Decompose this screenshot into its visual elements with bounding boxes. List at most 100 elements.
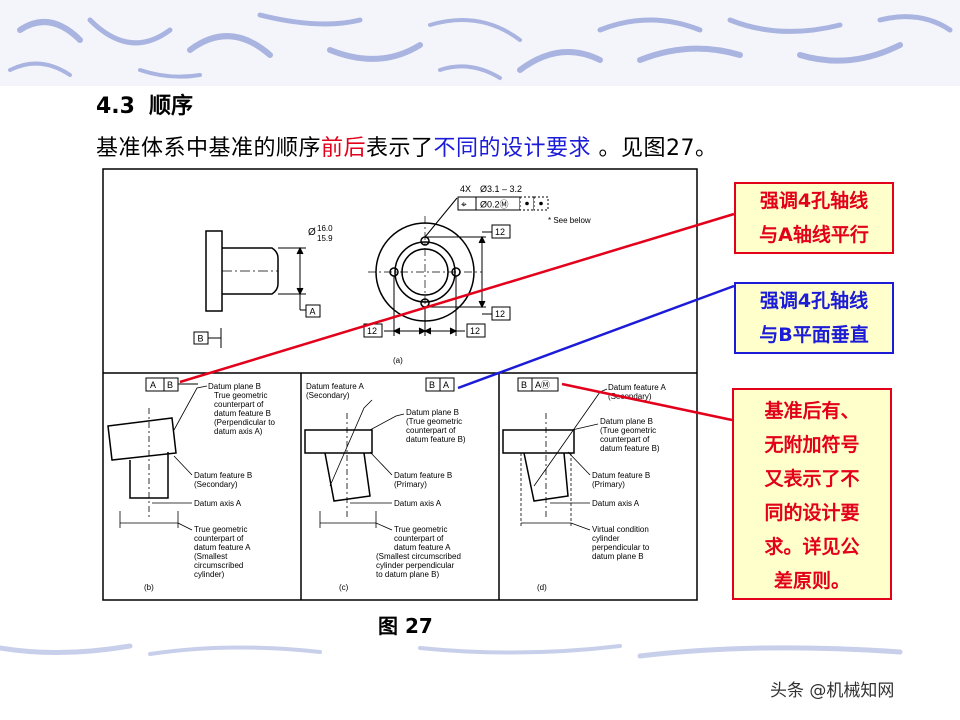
frame-d-b: B [521,380,527,390]
dim-top: 12 [495,227,505,237]
label-c: (c) [339,583,349,592]
part-b [107,408,179,528]
svg-text:circumscribed: circumscribed [194,561,243,570]
notes-c: Datum feature A (Secondary) Datum plane … [306,382,466,579]
svg-text:datum feature A: datum feature A [394,543,451,552]
section-number: 4.3 [96,94,135,119]
svg-text:(Smallest: (Smallest [194,552,228,561]
svg-text:(Secondary): (Secondary) [194,480,238,489]
label-b: (b) [144,583,154,592]
callout-b-line1: 强调4孔轴线 [759,290,869,312]
svg-text:datum feature B): datum feature B) [600,444,660,453]
svg-text:(True geometric: (True geometric [406,417,462,426]
position-icon: ⌖ [461,200,467,211]
leaders-b [152,385,208,531]
svg-text:(Smallest circumscribed: (Smallest circumscribed [376,552,461,561]
callout-b-line2: 与B平面垂直 [759,324,869,346]
datum-order-figure: Ø 16.0 15.9 A B 4X Ø3.1 – 3.2 ⌖ Ø0.2Ⓜ * … [102,168,698,601]
dia-symbol: Ø [308,227,316,238]
fcf-frame [457,196,549,211]
svg-text:(Primary): (Primary) [592,480,625,489]
svg-text:counterpart of: counterpart of [214,400,264,409]
fcf-tolerance: Ø0.2Ⓜ [480,200,509,210]
datum-b-label: B [198,334,204,344]
section-title: 顺序 [148,94,193,119]
notes-b: Datum plane B True geometric counterpart… [194,382,275,579]
svg-text:Virtual condition: Virtual condition [592,525,649,534]
part-d [502,413,575,528]
svg-text:(Secondary): (Secondary) [608,392,652,401]
dim-bottom-right: 12 [470,326,480,336]
decorative-banner [0,0,960,86]
frame-c-a: A [443,380,449,390]
dia-upper: 16.0 [317,224,333,233]
callout-c-line4: 同的设计要 [764,502,860,524]
callout-c-line1: 基准后有、 [764,400,860,422]
intro-text-blue: 不同的设计要求 [433,136,592,161]
callout-c-line2: 无附加符号 [764,434,860,456]
callout-c-line6: 差原则。 [773,570,850,592]
intro-text-3: 。见图27。 [591,136,718,161]
svg-text:Datum axis A: Datum axis A [194,499,242,508]
callout-a-line1: 强调4孔轴线 [759,190,869,212]
frame-b-a: A [150,380,156,390]
svg-text:counterpart of: counterpart of [394,534,444,543]
see-below-note: * See below [548,216,591,225]
svg-text:cylinder: cylinder [592,534,620,543]
svg-text:Datum feature A: Datum feature A [306,382,364,391]
fcf-size: Ø3.1 – 3.2 [480,184,522,194]
svg-text:cylinder): cylinder) [194,570,225,579]
decorative-banner-bottom [0,643,903,659]
frame-b [145,377,179,392]
intro-text-1: 基准体系中基准的顺序 [96,136,322,161]
intro-text-2: 表示了 [366,136,434,161]
section-heading: 4.3 顺序 [96,88,193,120]
fcf-qty: 4X [460,184,471,194]
svg-text:datum feature B): datum feature B) [406,435,466,444]
intro-text-red: 前后 [321,136,367,161]
callout-c-line3: 又表示了不 [764,468,860,490]
svg-text:counterpart of: counterpart of [406,426,456,435]
svg-text:Datum feature B: Datum feature B [394,471,452,480]
svg-text:True geometric: True geometric [194,525,248,534]
frame-b-b: B [167,380,173,390]
label-d: (d) [537,583,547,592]
dim-right: 12 [495,309,505,319]
frame-c-b: B [429,380,435,390]
svg-text:Datum plane B: Datum plane B [406,408,459,417]
svg-text:Datum feature B: Datum feature B [592,471,650,480]
watermark: 头条 @机械知网 [770,681,895,701]
intro-sentence: 基准体系中基准的顺序前后表示了不同的设计要求 。见图27。 [96,130,718,162]
leaders-c [329,399,405,531]
figure-caption: 图 27 [378,614,433,638]
svg-text:Datum plane B: Datum plane B [600,417,653,426]
callout-parallel-a: 强调4孔轴线 与A轴线平行 [734,182,894,254]
dim-bottom-left: 12 [367,326,377,336]
svg-text:datum feature A: datum feature A [194,543,251,552]
svg-text:datum plane B: datum plane B [592,552,644,561]
datum-a-label: A [310,307,316,317]
svg-text:datum axis A): datum axis A) [214,427,263,436]
svg-text:True geometric: True geometric [214,391,268,400]
svg-text:True geometric: True geometric [394,525,448,534]
svg-text:Datum axis A: Datum axis A [394,499,442,508]
svg-text:counterpart of: counterpart of [600,435,650,444]
callout-c-line5: 求。详见公 [764,536,860,558]
svg-text:Datum axis A: Datum axis A [592,499,640,508]
svg-text:(True geometric: (True geometric [600,426,656,435]
svg-text:counterpart of: counterpart of [194,534,244,543]
svg-text:(Perpendicular to: (Perpendicular to [214,418,275,427]
svg-text:(Secondary): (Secondary) [306,391,350,400]
fcf-dot-2 [539,201,543,206]
label-a: (a) [393,356,403,365]
svg-text:datum feature B: datum feature B [214,409,271,418]
callout-modifier-note: 基准后有、 无附加符号 又表示了不 同的设计要 求。详见公 差原则。 [732,388,892,600]
fcf-dot-1 [525,201,529,206]
callout-perpendicular-b: 强调4孔轴线 与B平面垂直 [734,282,894,354]
frame-d-a: AⓂ [535,380,550,390]
svg-text:Datum feature B: Datum feature B [194,471,252,480]
svg-text:perpendicular to: perpendicular to [592,543,650,552]
dia-lower: 15.9 [317,234,333,243]
svg-text:cylinder perpendicular: cylinder perpendicular [376,561,455,570]
svg-text:Datum feature A: Datum feature A [608,383,666,392]
